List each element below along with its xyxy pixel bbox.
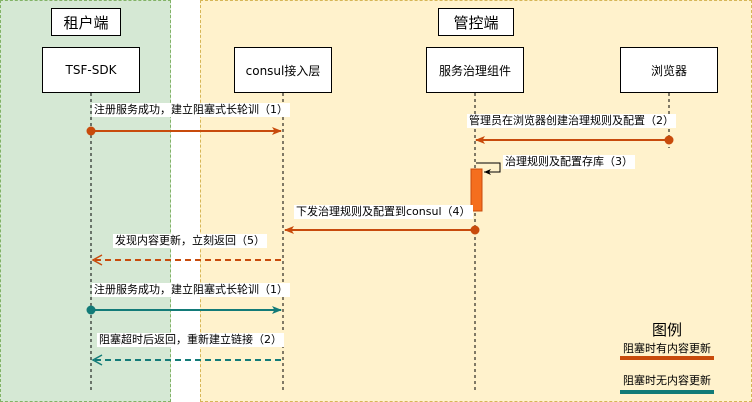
message-2-label: 管理员在浏览器创建治理规则及配置（2） <box>467 114 676 128</box>
message-4-start-dot <box>470 225 480 235</box>
legend-update-label: 阻塞时有内容更新 <box>623 342 711 355</box>
message-5-label: 发现内容更新，立刻返回（5） <box>113 234 267 248</box>
actor-sdk: TSF-SDK <box>42 47 140 93</box>
actor-governance: 服务治理组件 <box>426 47 524 93</box>
management-zone-title: 管控端 <box>438 8 514 36</box>
message-1-start-dot <box>86 126 96 136</box>
message-7-label: 阻塞超时后返回，重新建立链接（2） <box>97 333 284 347</box>
message-2-start-dot <box>664 135 674 145</box>
legend-title: 图例 <box>652 321 683 339</box>
message-3-self-arrow <box>476 162 501 175</box>
activation-bar <box>470 168 483 212</box>
message-6-start-dot <box>86 305 96 315</box>
message-4-label: 下发治理规则及配置到consul（4） <box>294 205 473 219</box>
legend-no-update-label: 阻塞时无内容更新 <box>623 374 711 387</box>
message-3-label: 治理规则及配置存库（3） <box>503 155 635 169</box>
message-1-label: 注册服务成功，建立阻塞式长轮训（1） <box>92 103 290 117</box>
message-6-label: 注册服务成功，建立阻塞式长轮训（1） <box>92 283 290 297</box>
actor-consul: consul接入层 <box>234 47 332 93</box>
actor-browser: 浏览器 <box>620 47 718 93</box>
tenant-zone-title: 租户端 <box>51 8 121 36</box>
